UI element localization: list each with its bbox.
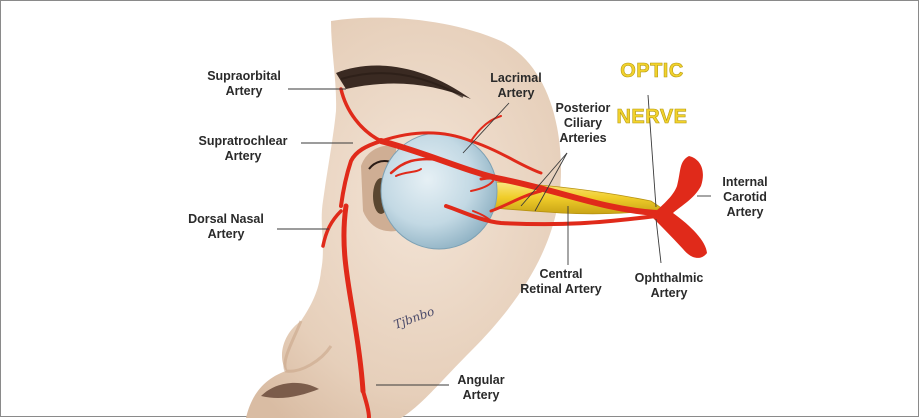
title-line-2: NERVE	[616, 106, 687, 128]
label-posterior-ciliary-arteries: Posterior Ciliary Arteries	[541, 101, 625, 146]
label-central-retinal-artery: Central Retinal Artery	[501, 267, 621, 297]
title-line-1: OPTIC	[620, 60, 684, 82]
label-angular-artery: Angular Artery	[441, 373, 521, 403]
label-lacrimal-artery: Lacrimal Artery	[476, 71, 556, 101]
label-supratrochlear-artery: Supratrochlear Artery	[181, 134, 305, 164]
label-dorsal-nasal-artery: Dorsal Nasal Artery	[173, 212, 279, 242]
label-internal-carotid-artery: Internal Carotid Artery	[709, 175, 781, 220]
label-ophthalmic-artery: Ophthalmic Artery	[619, 271, 719, 301]
label-supraorbital-artery: Supraorbital Artery	[194, 69, 294, 99]
eyeball	[381, 133, 497, 249]
